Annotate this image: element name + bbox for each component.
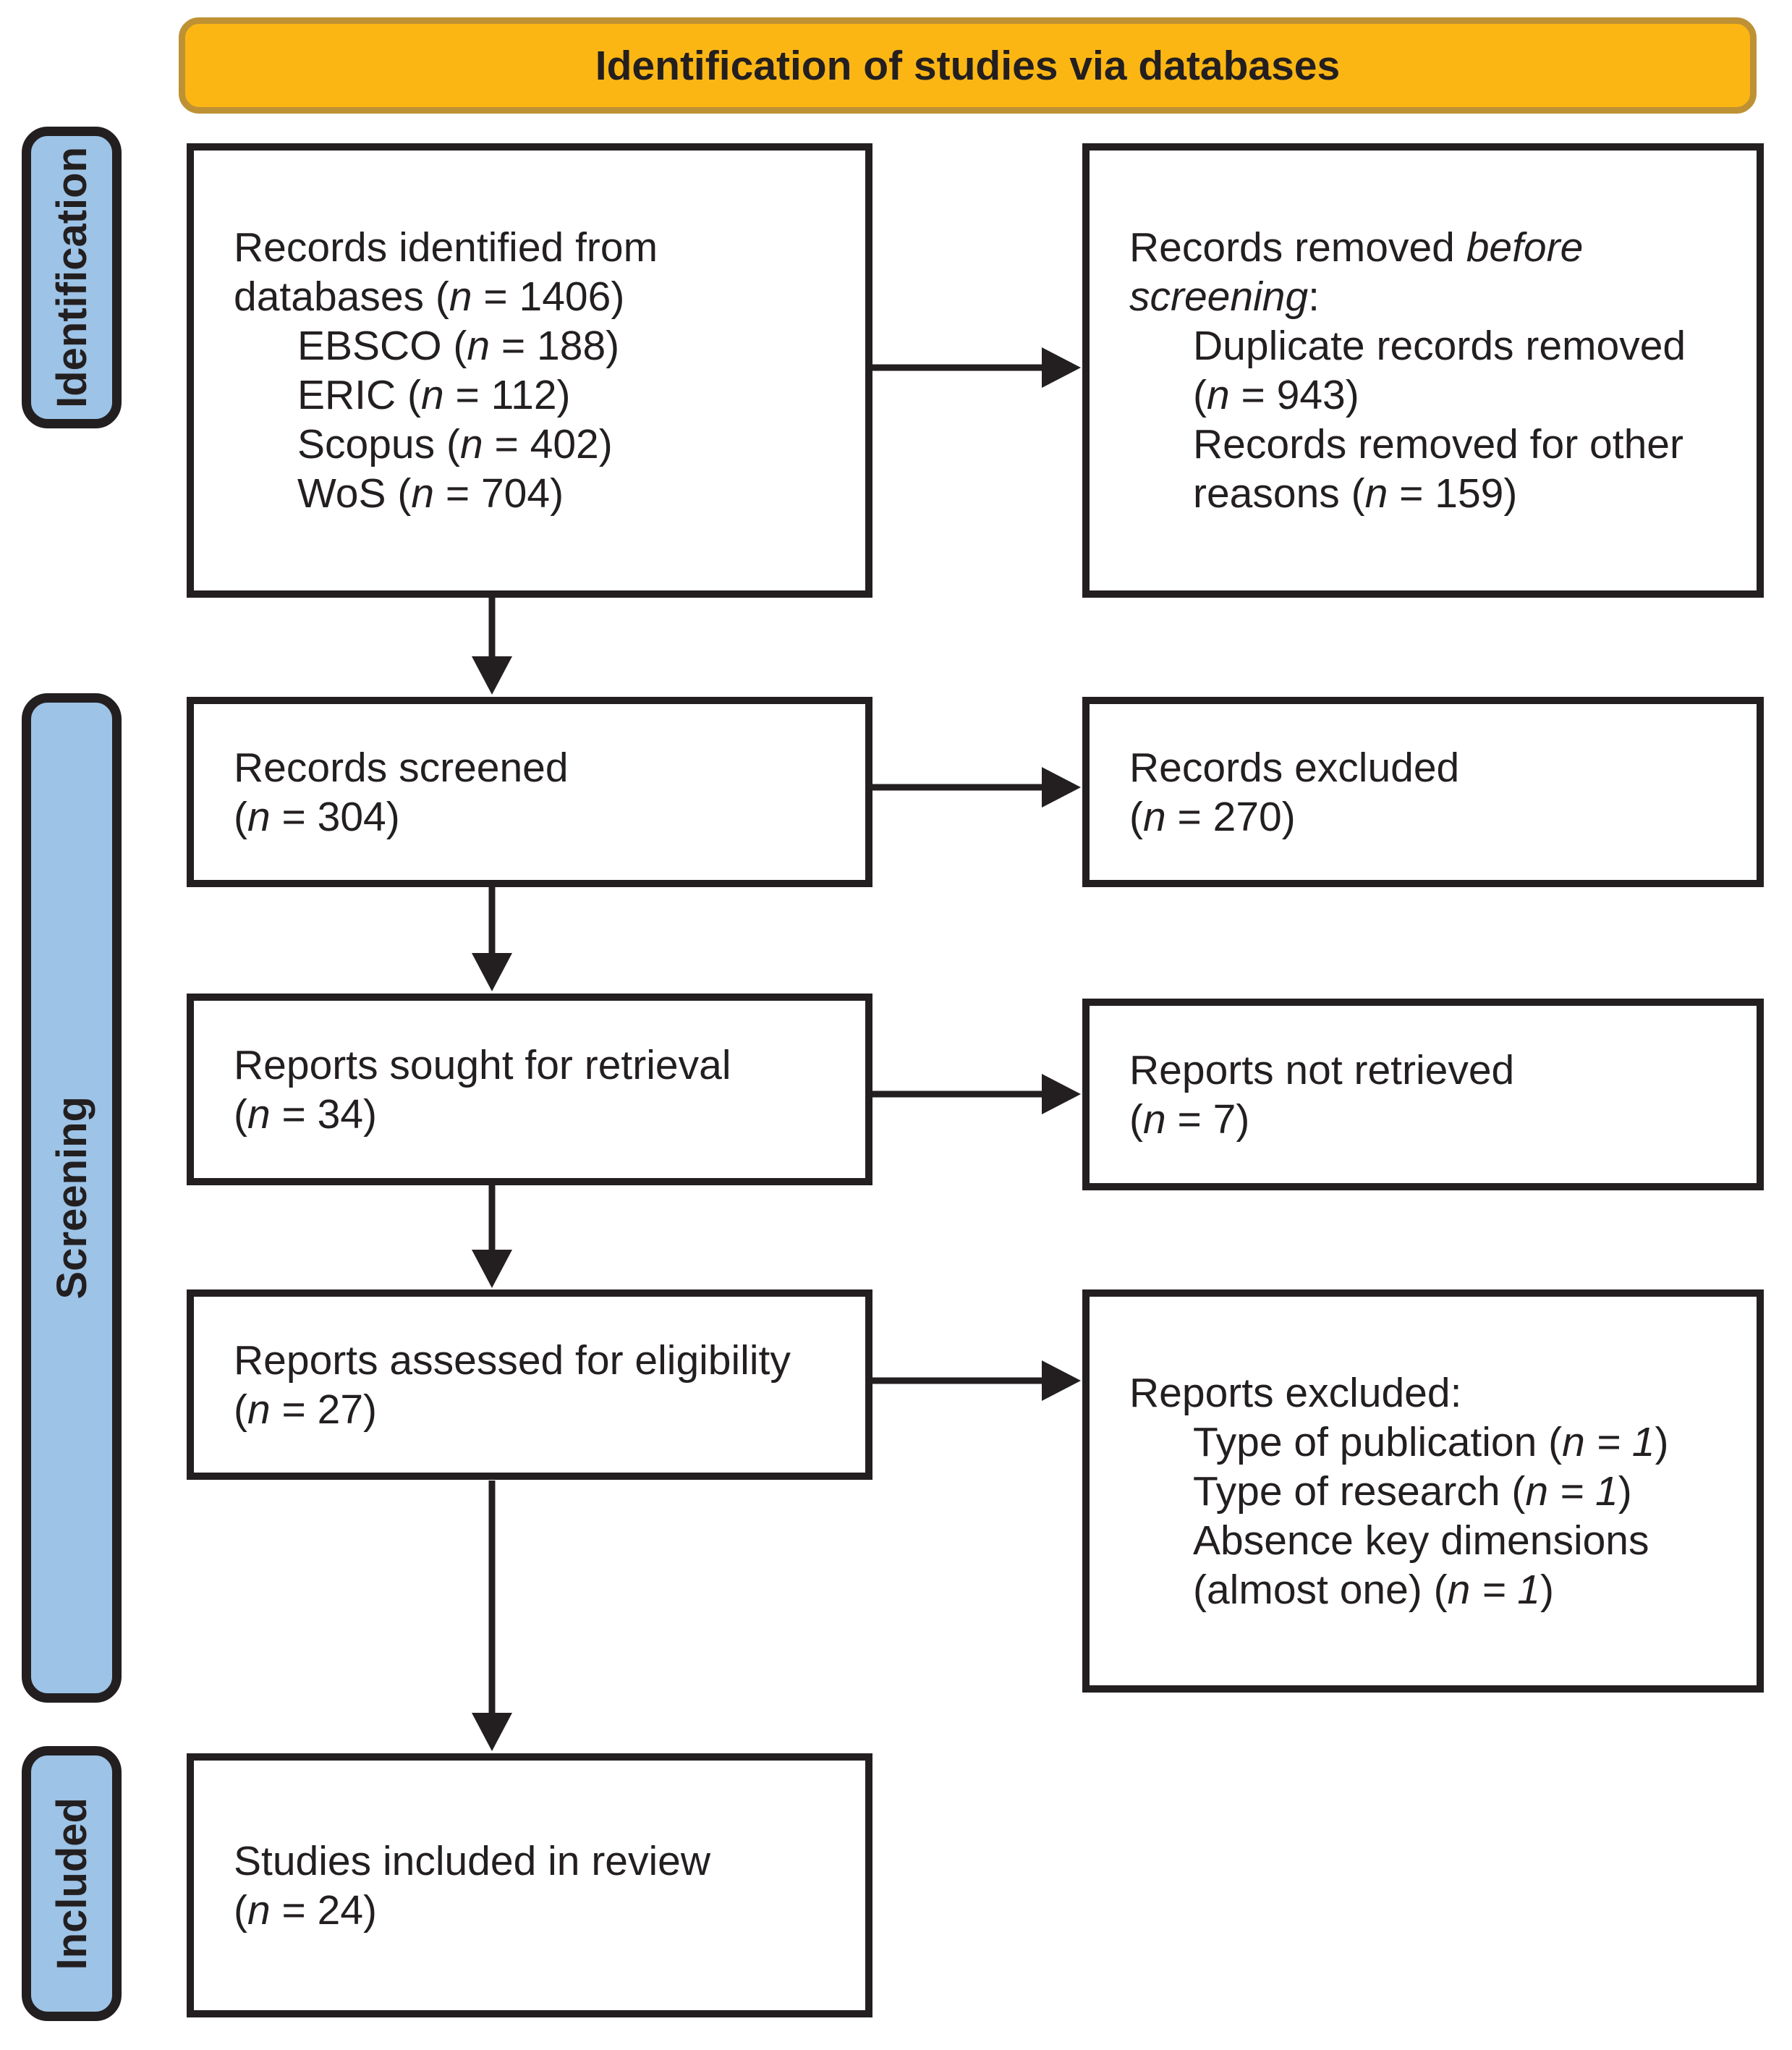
title-banner: Identification of studies via databases: [179, 17, 1757, 114]
text-line: Absence key dimensions: [1193, 1517, 1649, 1564]
text-line: Type of research (n = 1): [1193, 1467, 1632, 1515]
text-line: (n = 27): [234, 1386, 378, 1433]
text-line: ERIC (n = 112): [297, 372, 571, 418]
stage-label-included: Included: [22, 1746, 122, 2021]
text-line: Studies included in review: [234, 1837, 711, 1884]
text-line: Records removed before: [1129, 224, 1584, 271]
text-line: reasons (n = 159): [1193, 470, 1518, 517]
arrow-sought-to-assessed: [472, 1185, 512, 1288]
text-line: (almost one) (n = 1): [1193, 1566, 1554, 1613]
stage-label-included-text: Included: [48, 1797, 95, 1970]
title-text: Identification of studies via databases: [595, 42, 1341, 89]
arrow-screened-to-excluded: [872, 767, 1081, 808]
text-line: (n = 34): [234, 1090, 378, 1138]
text-line: EBSCO (n = 188): [297, 323, 620, 369]
box-studies-included-in-review: Studies included in review(n = 24): [187, 1753, 872, 2017]
text-line: Scopus (n = 402): [297, 421, 613, 467]
text-line: (n = 943): [1193, 372, 1359, 418]
stage-label-screening: Screening: [22, 693, 122, 1703]
text-line: Records screened: [234, 744, 569, 791]
text-line: Reports assessed for eligibility: [234, 1337, 791, 1384]
arrow-identified-to-screened: [472, 598, 512, 695]
stage-label-screening-text: Screening: [48, 1096, 95, 1300]
arrow-sought-to-not-retrieved: [872, 1074, 1081, 1114]
text-line: screening:: [1129, 274, 1320, 320]
text-line: Reports sought for retrieval: [234, 1041, 731, 1088]
text-line: Type of publication (n = 1): [1193, 1418, 1669, 1465]
box-reports-excluded: Reports excluded:Type of publication (n …: [1082, 1289, 1764, 1693]
text-line: WoS (n = 704): [297, 470, 564, 517]
text-line: Records identified from: [234, 224, 658, 271]
text-line: (n = 7): [1129, 1096, 1250, 1143]
arrow-screened-to-sought: [472, 887, 512, 991]
arrow-assessed-to-excluded: [872, 1360, 1081, 1401]
box-reports-not-retrieved: Reports not retrieved(n = 7): [1082, 999, 1764, 1190]
box-records-excluded: Records excluded(n = 270): [1082, 697, 1764, 887]
text-line: databases (n = 1406): [234, 274, 625, 320]
stage-label-identification-text: Identification: [48, 147, 95, 408]
text-line: Reports excluded:: [1129, 1369, 1462, 1416]
arrow-identified-to-removed: [872, 347, 1081, 388]
text-line: Records removed for other: [1193, 421, 1683, 467]
stage-label-identification: Identification: [22, 127, 122, 428]
text-line: Reports not retrieved: [1129, 1046, 1515, 1093]
text-line: (n = 304): [234, 793, 400, 840]
text-line: Records excluded: [1129, 744, 1460, 791]
arrow-assessed-to-included: [472, 1481, 512, 1751]
text-line: Duplicate records removed: [1193, 323, 1686, 369]
box-reports-sought-for-retrieval: Reports sought for retrieval(n = 34): [187, 994, 872, 1185]
text-line: (n = 24): [234, 1886, 378, 1933]
box-records-screened: Records screened(n = 304): [187, 697, 872, 887]
box-reports-assessed-for-eligibility: Reports assessed for eligibility(n = 27): [187, 1289, 872, 1480]
text-line: (n = 270): [1129, 793, 1296, 840]
